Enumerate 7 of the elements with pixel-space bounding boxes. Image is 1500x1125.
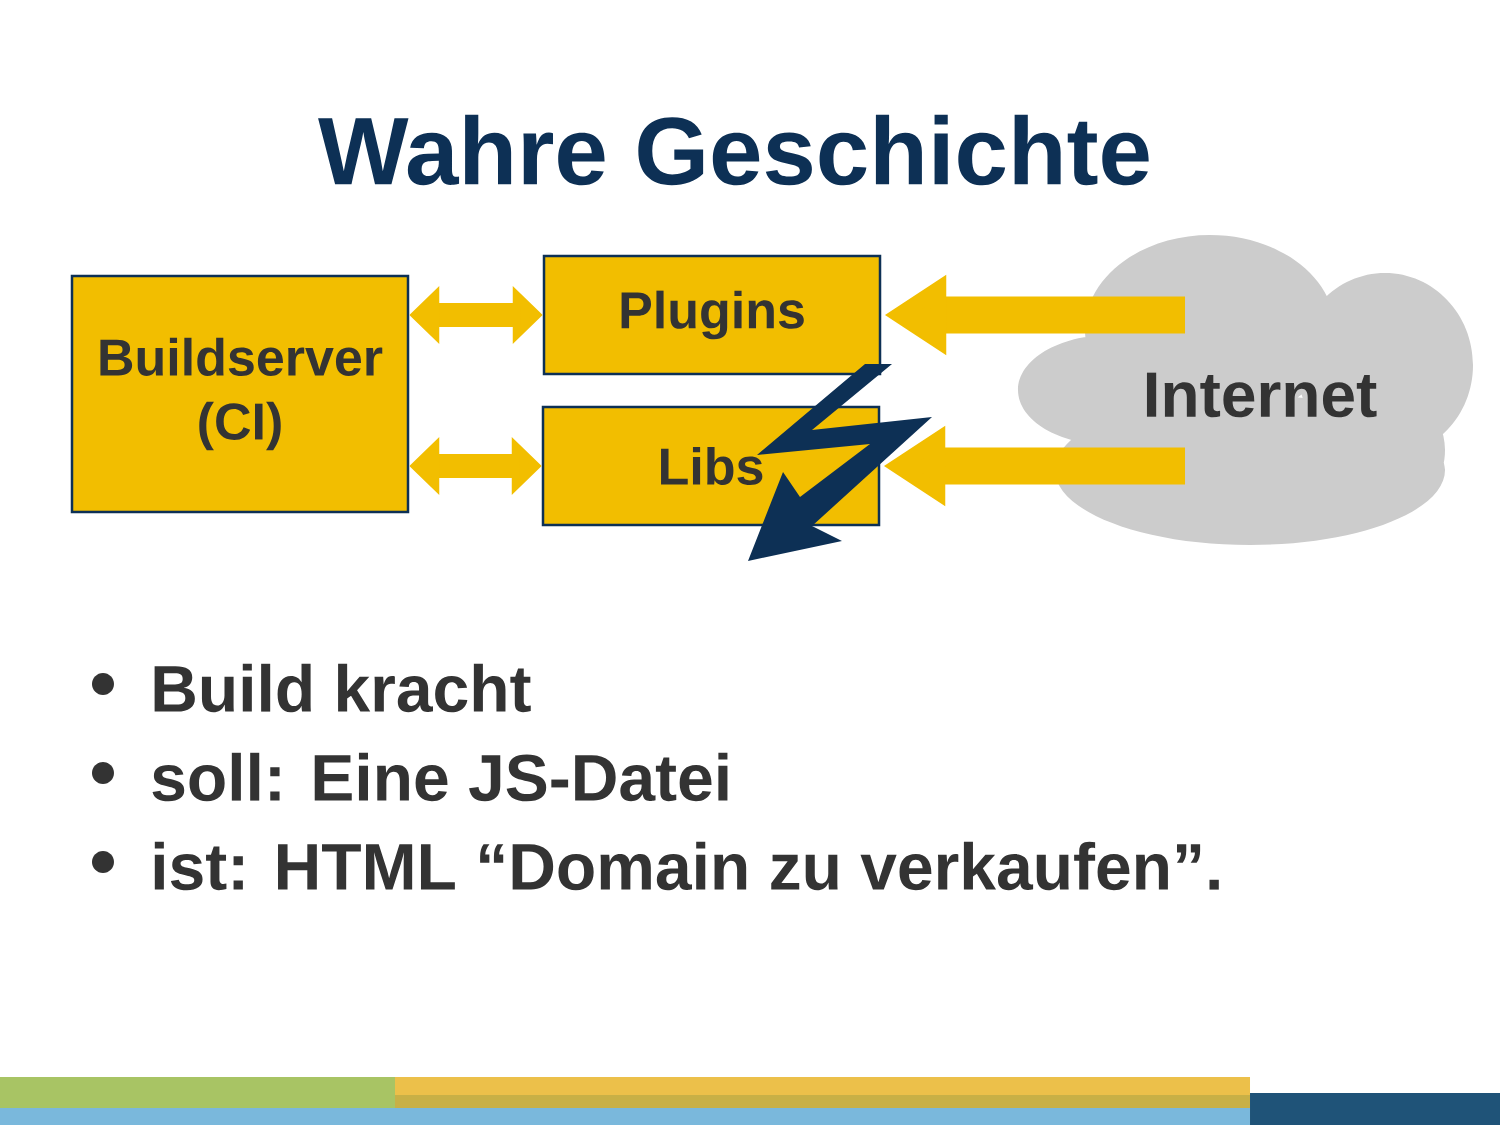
bullet-text: soll: Eine JS-Datei xyxy=(152,752,728,802)
process-box: Plugins xyxy=(542,254,882,376)
slide-title: Wahre Geschichte xyxy=(318,114,1149,186)
cloud-label: Internet xyxy=(1146,372,1377,418)
bullet-text: Build kracht xyxy=(154,663,531,713)
bullet-text: ist: HTML “Domain zu verkaufen”. xyxy=(154,841,1219,891)
process-box: Buildserver (CI) xyxy=(70,274,410,514)
